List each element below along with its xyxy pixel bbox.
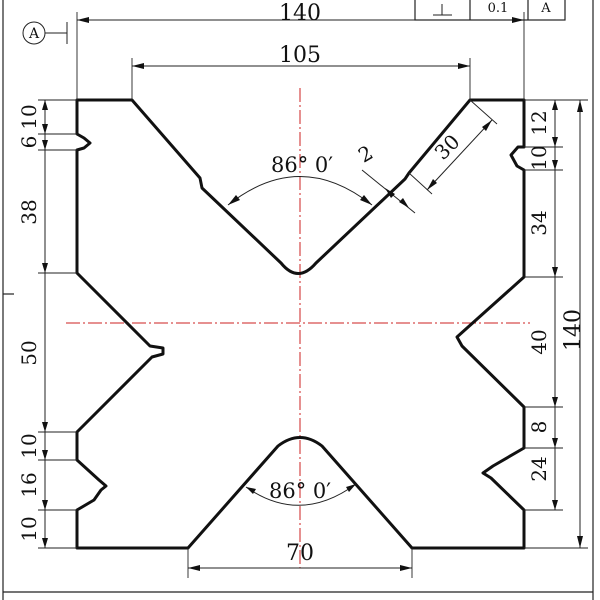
dim-right-10: 10 xyxy=(527,145,551,170)
title-block: 0.1 A xyxy=(414,0,566,21)
dim-right-24: 24 xyxy=(527,456,551,481)
top-v-angle-arc xyxy=(227,176,373,206)
dim-bottom-v-opening: 70 xyxy=(286,541,314,566)
dim-right-34: 34 xyxy=(527,210,551,235)
dim-top-v-depth: 30 xyxy=(430,130,465,165)
dim-top-v-step: 2 xyxy=(354,140,377,167)
dim-left-notch-offset: 6 xyxy=(17,136,41,149)
dim-left-38: 38 xyxy=(17,199,41,224)
dim-right-12: 12 xyxy=(527,110,551,135)
dim-left-16: 16 xyxy=(17,472,41,497)
dim-left-50: 50 xyxy=(17,340,41,365)
title-cell-1: 0.1 xyxy=(488,1,509,16)
dim-overall-width: 140 xyxy=(279,1,321,26)
dim-right-8: 8 xyxy=(527,421,551,434)
dim-left-bottom-10: 10 xyxy=(17,516,41,541)
dim-left-top-10: 10 xyxy=(17,104,41,129)
dim-top-v-angle: 86° 0′ xyxy=(271,153,333,177)
die-profile-outline xyxy=(75,98,526,550)
dim-overall-height: 140 xyxy=(561,309,586,351)
dim-left-lower-10: 10 xyxy=(17,433,41,458)
datum-marker: A xyxy=(22,21,68,45)
dim-bottom-v-angle: 86° 0′ xyxy=(269,479,331,503)
dim-line-top-v-depth xyxy=(426,119,493,191)
bottom-v-angle-arc xyxy=(245,483,357,506)
datum-label: A xyxy=(28,26,40,42)
title-cell-2: A xyxy=(540,1,551,16)
dim-right-40: 40 xyxy=(527,329,551,354)
dim-top-v-opening: 105 xyxy=(279,43,321,68)
